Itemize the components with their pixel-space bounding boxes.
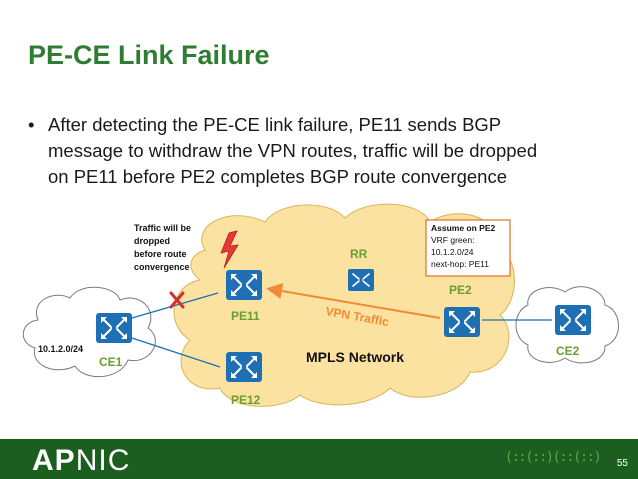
info-box-line-3: next-hop: PE11	[431, 259, 489, 269]
traffic-note-line-1: Traffic will be	[134, 223, 191, 233]
mpls-network-label: MPLS Network	[306, 349, 404, 365]
link-ce1-pe11	[131, 292, 219, 319]
footer-decoration-icon: (::(::)(::(::)	[505, 450, 602, 465]
logo-light-part: NIC	[75, 444, 131, 477]
bullet-marker: •	[28, 114, 35, 135]
logo-bold-part: AP	[32, 444, 76, 477]
apnic-logo[interactable]: APNIC	[32, 444, 130, 478]
rr-label: RR	[350, 247, 368, 261]
ce1-router-icon[interactable]	[95, 312, 133, 344]
ce1-cloud	[22, 286, 156, 378]
pe2-label: PE2	[449, 283, 472, 297]
bullet-line-2: message to withdraw the VPN routes, traf…	[48, 140, 538, 161]
slide-title: PE-CE Link Failure	[28, 40, 270, 70]
bullet-line-1: After detecting the PE-CE link failure, …	[48, 114, 502, 135]
pe11-router-icon[interactable]	[225, 269, 263, 301]
link-ce1-pe12	[131, 337, 221, 368]
info-box-line-2: 10.1.2.0/24	[431, 247, 474, 257]
link-failure-mark	[169, 291, 185, 309]
bullet-point: • After detecting the PE-CE link failure…	[28, 112, 634, 190]
ce2-label: CE2	[556, 344, 580, 358]
lightning-bolt-icon	[220, 230, 239, 269]
pe11-label: PE11	[231, 309, 260, 323]
network-diagram: VPN Traffic PE11 PE12 PE2 RR CE1 CE2 10.…	[22, 203, 619, 407]
pe12-label: PE12	[231, 393, 261, 407]
footer-bar	[0, 439, 638, 479]
prefix-label: 10.1.2.0/24	[38, 344, 83, 354]
info-box-line-1: VRF green:	[431, 235, 474, 245]
traffic-note-line-3: before route	[134, 249, 187, 259]
ce1-label: CE1	[99, 355, 123, 369]
ce2-router-icon[interactable]	[554, 304, 592, 336]
rr-router-icon[interactable]	[347, 268, 375, 292]
pe12-router-icon[interactable]	[225, 351, 263, 383]
bullet-text: After detecting the PE-CE link failure, …	[34, 112, 634, 190]
info-box: Assume on PE2 VRF green: 10.1.2.0/24 nex…	[425, 219, 511, 277]
bullet-line-3: on PE11 before PE2 completes BGP route c…	[48, 166, 508, 187]
pe2-router-icon[interactable]	[443, 306, 481, 338]
page-number: 55	[616, 458, 628, 469]
traffic-note-line-4: convergence	[134, 262, 190, 272]
vpn-traffic-arrow	[266, 283, 441, 319]
traffic-note-line-2: dropped	[134, 236, 170, 246]
info-box-title: Assume on PE2	[431, 223, 496, 233]
